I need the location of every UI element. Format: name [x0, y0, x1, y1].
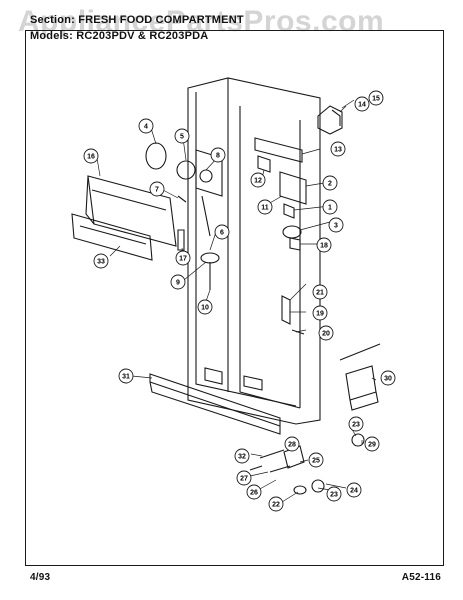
svg-text:10: 10 — [201, 305, 209, 312]
callout-20: 20 — [318, 325, 334, 341]
control-components — [254, 137, 307, 335]
callout-13: 13 — [330, 141, 346, 157]
svg-text:28: 28 — [288, 442, 296, 449]
svg-text:24: 24 — [350, 488, 358, 495]
callout-32: 32 — [234, 448, 250, 464]
watermark: AppliancePartsPros.com — [18, 5, 385, 38]
svg-text:6: 6 — [220, 230, 224, 237]
callout-9: 9 — [170, 274, 186, 290]
callout-8: 8 — [210, 147, 226, 163]
breaker-strip — [149, 373, 281, 435]
svg-text:7: 7 — [155, 187, 159, 194]
svg-text:3: 3 — [334, 223, 338, 230]
svg-text:14: 14 — [358, 102, 366, 109]
callout-29: 29 — [364, 436, 380, 452]
svg-text:21: 21 — [316, 290, 324, 297]
callout-24: 24 — [346, 482, 362, 498]
section-title: Section: FRESH FOOD COMPARTMENT — [30, 14, 244, 26]
svg-text:19: 19 — [316, 311, 324, 318]
mounting-bracket — [71, 213, 153, 261]
diagram-code: A52-116 — [401, 572, 441, 583]
callout-26: 26 — [246, 484, 262, 500]
svg-text:4: 4 — [144, 124, 148, 131]
callout-15: 15 — [368, 90, 384, 106]
svg-text:5: 5 — [180, 134, 184, 141]
svg-text:11: 11 — [261, 205, 269, 212]
svg-text:27: 27 — [240, 476, 248, 483]
svg-text:2: 2 — [328, 181, 332, 188]
callout-18: 18 — [316, 237, 332, 253]
diagram-frame — [25, 30, 444, 566]
callout-7: 7 — [149, 181, 165, 197]
svg-text:17: 17 — [179, 256, 187, 263]
bottom-hardware — [249, 433, 365, 495]
svg-text:16: 16 — [87, 154, 95, 161]
model-title: Models: RC203PDV & RC203PDA — [30, 30, 209, 42]
callout-12: 12 — [250, 172, 266, 188]
revision-date: 4/93 — [30, 572, 51, 583]
callout-4: 4 — [138, 118, 154, 134]
svg-text:29: 29 — [368, 442, 376, 449]
svg-text:32: 32 — [238, 454, 246, 461]
svg-text:31: 31 — [122, 374, 130, 381]
callout-22: 22 — [268, 496, 284, 512]
callout-labels: 4 5 8 16 7 6 17 33 9 10 14 15 13 12 2 11… — [83, 90, 396, 512]
svg-text:23: 23 — [352, 422, 360, 429]
callout-33: 33 — [93, 253, 109, 269]
svg-text:18: 18 — [320, 243, 328, 250]
callout-19: 19 — [312, 305, 328, 321]
light-socket — [317, 105, 343, 135]
callout-5: 5 — [174, 128, 190, 144]
damper-part — [177, 229, 185, 251]
cabinet-liner — [187, 77, 321, 425]
callout-27: 27 — [236, 470, 252, 486]
svg-text:25: 25 — [312, 458, 320, 465]
svg-text:23: 23 — [330, 492, 338, 499]
callout-10: 10 — [197, 299, 213, 315]
callout-17: 17 — [175, 250, 191, 266]
svg-text:8: 8 — [216, 153, 220, 160]
svg-text:13: 13 — [334, 147, 342, 154]
callout-2: 2 — [322, 175, 338, 191]
svg-text:33: 33 — [97, 259, 105, 266]
hinge-cover — [339, 343, 381, 411]
svg-text:22: 22 — [272, 502, 280, 509]
svg-text:12: 12 — [254, 178, 262, 185]
svg-text:30: 30 — [384, 376, 392, 383]
svg-text:1: 1 — [328, 205, 332, 212]
svg-text:26: 26 — [250, 490, 258, 497]
callout-28: 28 — [284, 436, 300, 452]
callout-6: 6 — [214, 224, 230, 240]
callout-1: 1 — [322, 199, 338, 215]
callout-21: 21 — [312, 284, 328, 300]
screw-part — [177, 195, 187, 203]
callout-3: 3 — [328, 217, 344, 233]
callout-30: 30 — [380, 370, 396, 386]
callout-25: 25 — [308, 452, 324, 468]
callout-23-upper: 23 — [348, 416, 364, 432]
callout-16: 16 — [83, 148, 99, 164]
callout-11: 11 — [257, 199, 273, 215]
callout-23-lower: 23 — [326, 486, 342, 502]
leader-lines — [96, 99, 377, 503]
svg-text:15: 15 — [372, 96, 380, 103]
callout-31: 31 — [118, 368, 134, 384]
svg-text:20: 20 — [322, 331, 330, 338]
callout-14: 14 — [354, 96, 370, 112]
svg-text:9: 9 — [176, 280, 180, 287]
cover-panel — [85, 175, 177, 247]
